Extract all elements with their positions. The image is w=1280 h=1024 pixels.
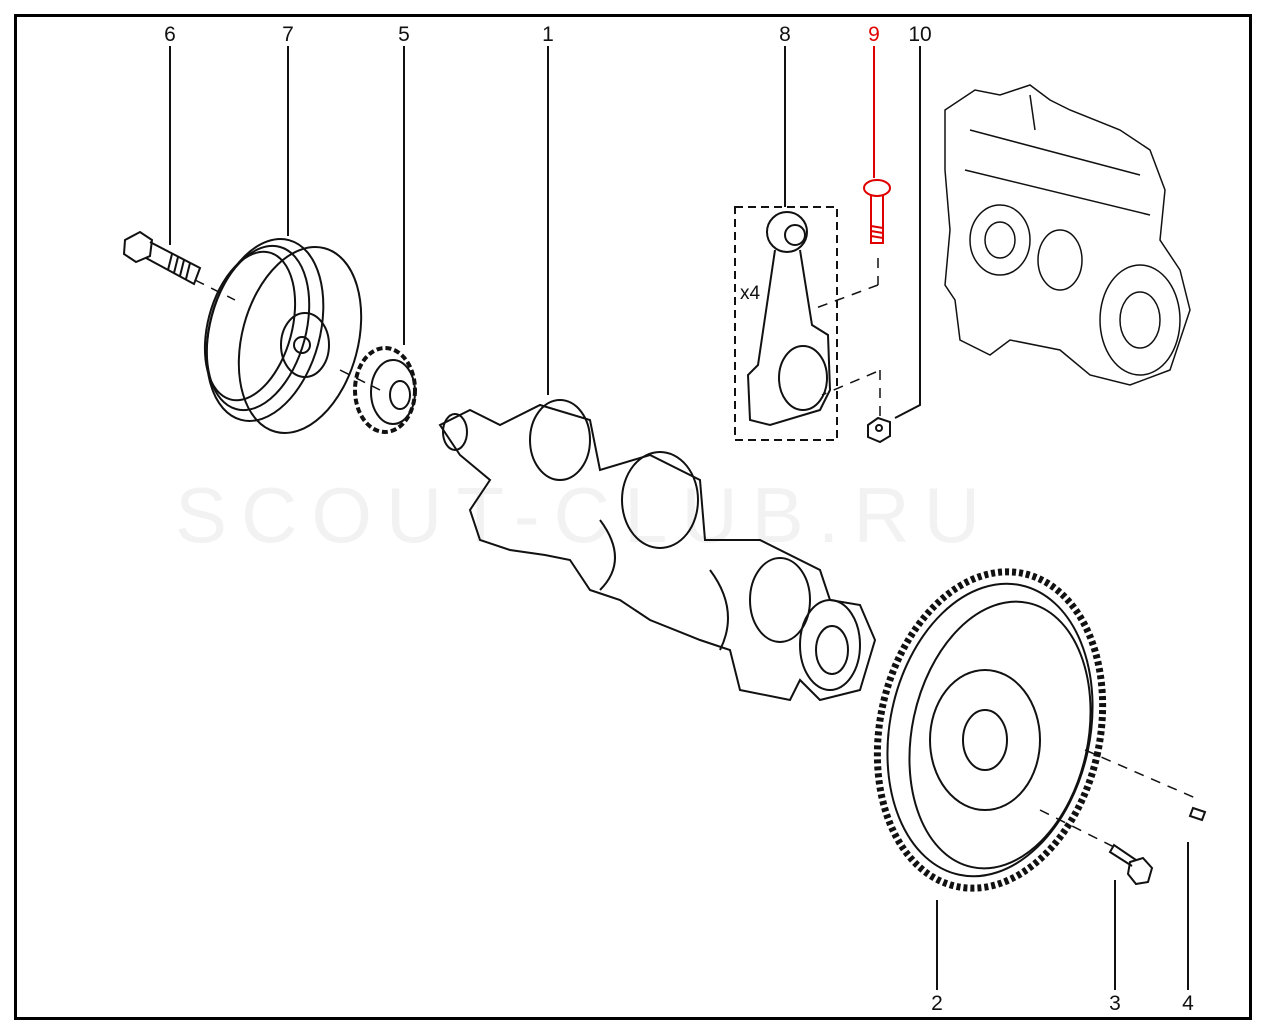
callout-10[interactable]: 10 [908, 23, 932, 46]
part-2-flywheel [873, 568, 1107, 892]
part-3-flywheel-bolt [1108, 843, 1154, 886]
callout-5[interactable]: 5 [398, 23, 410, 46]
assembly-dash-lines [194, 258, 1201, 851]
part-5-sprocket [353, 346, 417, 434]
diagram-frame [14, 14, 1252, 1020]
callout-1[interactable]: 1 [542, 23, 554, 46]
watermark: SCOUT-CLUB.RU [175, 471, 995, 559]
callout-4[interactable]: 4 [1182, 992, 1194, 1015]
part-4-dowel-pin [1188, 806, 1207, 822]
callout-8[interactable]: 8 [779, 23, 791, 46]
part-9-conrod-bolt [863, 179, 891, 244]
callout-3[interactable]: 3 [1109, 992, 1121, 1015]
part-8-connecting-rod [746, 211, 832, 427]
part-8-group-box [734, 206, 838, 441]
part-6-bolt [122, 230, 202, 286]
callout-2[interactable]: 2 [931, 992, 943, 1015]
engine-overview-image [944, 84, 1191, 386]
callout-7[interactable]: 7 [282, 23, 294, 46]
leader-lines [169, 46, 1189, 990]
callout-9-highlighted[interactable]: 9 [868, 23, 880, 46]
callout-6[interactable]: 6 [164, 23, 176, 46]
part-7-pulley [203, 238, 363, 434]
part-1-crankshaft [438, 399, 877, 702]
part-10-nut [867, 416, 891, 444]
quantity-note: x4 [740, 283, 761, 304]
